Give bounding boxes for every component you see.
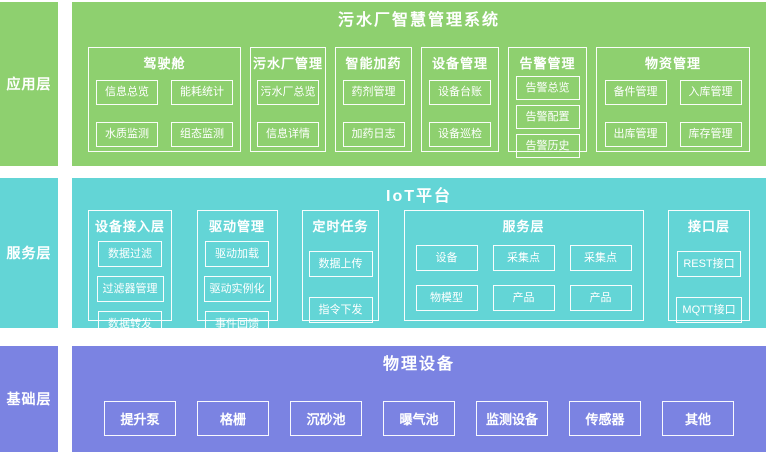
service-layer-row: 服务层 IoT平台 设备接入层 数据过滤 过滤器管理 数据转发 驱动管理 驱动加… xyxy=(0,178,766,337)
module-chip-thing-model: 物模型 xyxy=(415,285,478,311)
sidebar-label-service-layer: 服务层 xyxy=(0,178,58,328)
group-inner-service-title: 服务层 xyxy=(502,219,545,234)
application-panel-title: 污水厂智慧管理系统 xyxy=(337,12,500,29)
module-chip-product: 产品 xyxy=(492,285,555,311)
group-timer-title: 定时任务 xyxy=(312,219,369,234)
base-layer-row: 基础层 物理设备 提升泵 格栅 沉砂池 曝气池 监测设备 传感器 其他 xyxy=(0,346,766,452)
panel-physical-devices: 物理设备 提升泵 格栅 沉砂池 曝气池 监测设备 传感器 其他 xyxy=(72,346,766,452)
module-chip-plant-overview: 污水厂总览 xyxy=(257,80,319,105)
module-chip-inventory: 库存管理 xyxy=(679,122,742,147)
group-smart-dosing: 智能加药 药剂管理 加药日志 xyxy=(335,47,412,152)
module-chip-info-detail: 信息详情 xyxy=(257,122,319,147)
group-dosing-items: 药剂管理 加药日志 xyxy=(336,80,411,147)
group-inner-service-items: 设备 采集点 采集点 物模型 产品 产品 xyxy=(415,245,632,311)
group-driver-items: 驱动加载 驱动实例化 事件回馈 xyxy=(198,241,277,337)
group-alarm-title: 告警管理 xyxy=(519,56,576,71)
group-plant-management: 污水厂管理 污水厂总览 信息详情 xyxy=(250,47,326,152)
physical-device-items: 提升泵 格栅 沉砂池 曝气池 监测设备 传感器 其他 xyxy=(72,401,766,436)
module-chip-collection-point: 采集点 xyxy=(492,245,555,271)
group-plant-items: 污水厂总览 信息详情 xyxy=(251,80,325,147)
module-chip-data-upload: 数据上传 xyxy=(308,251,373,277)
device-chip-grit-chamber: 沉砂池 xyxy=(290,401,362,436)
module-chip-equipment-ledger: 设备台账 xyxy=(429,80,491,105)
module-chip-dosing-log: 加药日志 xyxy=(342,122,405,147)
group-equipment-management: 设备管理 设备台账 设备巡检 xyxy=(421,47,499,152)
physical-panel-title: 物理设备 xyxy=(382,356,455,373)
group-materials-title: 物资管理 xyxy=(644,56,701,71)
application-layer-row: 应用层 污水厂智慧管理系统 驾驶舱 信息总览 能耗统计 水质监测 组态监测 污水… xyxy=(0,2,766,166)
module-chip-scada-monitor: 组态监测 xyxy=(171,122,233,147)
group-materials-items: 备件管理 入库管理 出库管理 库存管理 xyxy=(604,80,742,147)
device-chip-lift-pump: 提升泵 xyxy=(104,401,176,436)
module-chip-data-forwarding: 数据转发 xyxy=(98,311,162,337)
module-chip-event-feedback: 事件回馈 xyxy=(205,311,269,337)
group-driver-management: 驱动管理 驱动加载 驱动实例化 事件回馈 xyxy=(196,210,278,337)
group-scheduled-tasks: 定时任务 数据上传 指令下发 xyxy=(302,210,379,323)
panel-application: 污水厂智慧管理系统 驾驶舱 信息总览 能耗统计 水质监测 组态监测 污水厂管理 … xyxy=(72,2,766,166)
module-chip-inbound: 入库管理 xyxy=(679,80,742,105)
device-chip-aeration-tank: 曝气池 xyxy=(383,401,455,436)
sidebar-label-base-layer: 基础层 xyxy=(0,346,58,452)
group-cockpit-items: 信息总览 能耗统计 水质监测 组态监测 xyxy=(96,80,233,147)
module-chip-mqtt-api: MQTT接口 xyxy=(676,297,742,323)
group-access-items: 数据过滤 过滤器管理 数据转发 xyxy=(89,241,171,337)
module-chip-energy-stats: 能耗统计 xyxy=(171,80,233,105)
group-cockpit: 驾驶舱 信息总览 能耗统计 水质监测 组态监测 xyxy=(88,47,241,152)
device-chip-other: 其他 xyxy=(662,401,734,436)
iot-panel-title: IoT平台 xyxy=(386,188,452,205)
module-chip-alarm-config: 告警配置 xyxy=(515,105,580,129)
module-chip-reagent-management: 药剂管理 xyxy=(342,80,405,105)
group-inner-service-layer: 服务层 设备 采集点 采集点 物模型 产品 产品 xyxy=(403,210,644,321)
module-chip-water-quality-monitor: 水质监测 xyxy=(96,122,158,147)
device-chip-sensor: 传感器 xyxy=(569,401,641,436)
group-dosing-title: 智能加药 xyxy=(345,56,402,71)
application-groups: 驾驶舱 信息总览 能耗统计 水质监测 组态监测 污水厂管理 污水厂总览 信息详情 xyxy=(72,47,766,158)
device-chip-bar-screen: 格栅 xyxy=(197,401,269,436)
iot-groups: 设备接入层 数据过滤 过滤器管理 数据转发 驱动管理 驱动加载 驱动实例化 事件… xyxy=(72,210,766,337)
group-interface-layer: 接口层 REST接口 MQTT接口 xyxy=(668,210,750,323)
module-chip-info-overview: 信息总览 xyxy=(96,80,158,105)
device-chip-monitoring-equipment: 监测设备 xyxy=(476,401,548,436)
group-alarm-items: 告警总览 告警配置 告警历史 xyxy=(509,76,586,158)
module-chip-product: 产品 xyxy=(569,285,632,311)
group-interface-title: 接口层 xyxy=(687,219,730,234)
group-plant-title: 污水厂管理 xyxy=(252,56,323,71)
group-timer-items: 数据上传 指令下发 xyxy=(303,251,378,323)
module-chip-collection-point: 采集点 xyxy=(569,245,632,271)
group-driver-title: 驱动管理 xyxy=(208,219,265,234)
group-alarm-management: 告警管理 告警总览 告警配置 告警历史 xyxy=(508,47,587,158)
module-chip-rest-api: REST接口 xyxy=(677,251,741,277)
module-chip-device: 设备 xyxy=(415,245,478,271)
module-chip-driver-instantiation: 驱动实例化 xyxy=(203,276,271,302)
group-equipment-items: 设备台账 设备巡检 xyxy=(422,80,498,147)
module-chip-data-filter: 数据过滤 xyxy=(98,241,162,267)
module-chip-alarm-overview: 告警总览 xyxy=(515,76,580,100)
module-chip-equipment-inspection: 设备巡检 xyxy=(429,122,491,147)
module-chip-outbound: 出库管理 xyxy=(604,122,667,147)
group-equipment-title: 设备管理 xyxy=(431,56,488,71)
group-access-title: 设备接入层 xyxy=(94,219,165,234)
module-chip-filter-management: 过滤器管理 xyxy=(96,276,164,302)
sidebar-label-application-layer: 应用层 xyxy=(0,2,58,166)
group-cockpit-title: 驾驶舱 xyxy=(143,56,186,71)
module-chip-spare-parts: 备件管理 xyxy=(604,80,667,105)
group-device-access-layer: 设备接入层 数据过滤 过滤器管理 数据转发 xyxy=(88,210,172,337)
module-chip-command-dispatch: 指令下发 xyxy=(308,297,373,323)
panel-iot-platform: IoT平台 设备接入层 数据过滤 过滤器管理 数据转发 驱动管理 驱动加载 驱动… xyxy=(72,178,766,337)
group-materials-management: 物资管理 备件管理 入库管理 出库管理 库存管理 xyxy=(596,47,750,152)
group-interface-items: REST接口 MQTT接口 xyxy=(669,251,749,323)
module-chip-driver-loading: 驱动加载 xyxy=(205,241,269,267)
module-chip-alarm-history: 告警历史 xyxy=(515,134,580,158)
